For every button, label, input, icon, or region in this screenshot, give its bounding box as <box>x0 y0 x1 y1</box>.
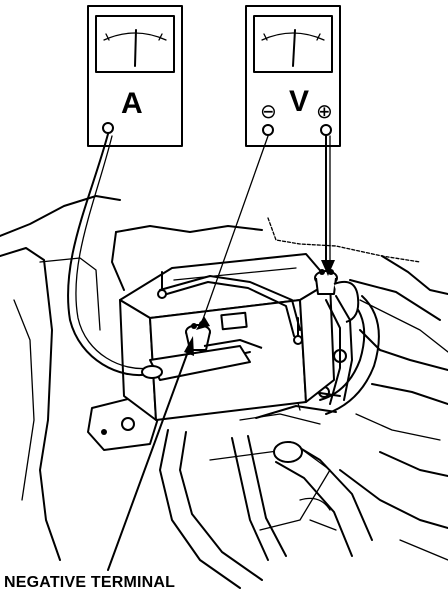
negative-terminal-leader <box>107 336 194 571</box>
battery <box>119 253 360 421</box>
ammeter-letter: A <box>121 87 143 120</box>
voltmeter-letter: V <box>289 85 309 118</box>
ammeter: A <box>87 5 183 147</box>
positive-battery-terminal <box>314 269 338 295</box>
voltmeter-positive-terminal <box>320 124 332 136</box>
test-leads <box>67 133 335 379</box>
voltmeter-needle <box>292 29 296 67</box>
ammeter-terminal <box>102 122 114 134</box>
ammeter-needle <box>134 29 137 67</box>
ammeter-lead <box>67 133 151 376</box>
voltmeter-negative-terminal <box>262 124 274 136</box>
voltmeter: V ⊖ ⊕ <box>245 5 341 147</box>
voltmeter-negative-lead <box>201 135 269 323</box>
battery-hold-down-bar <box>159 275 301 331</box>
negative-symbol-icon: ⊖ <box>260 99 277 123</box>
negative-terminal-label: NEGATIVE TERMINAL <box>4 574 176 591</box>
positive-symbol-icon: ⊕ <box>316 99 333 123</box>
engine-bay <box>0 195 448 589</box>
